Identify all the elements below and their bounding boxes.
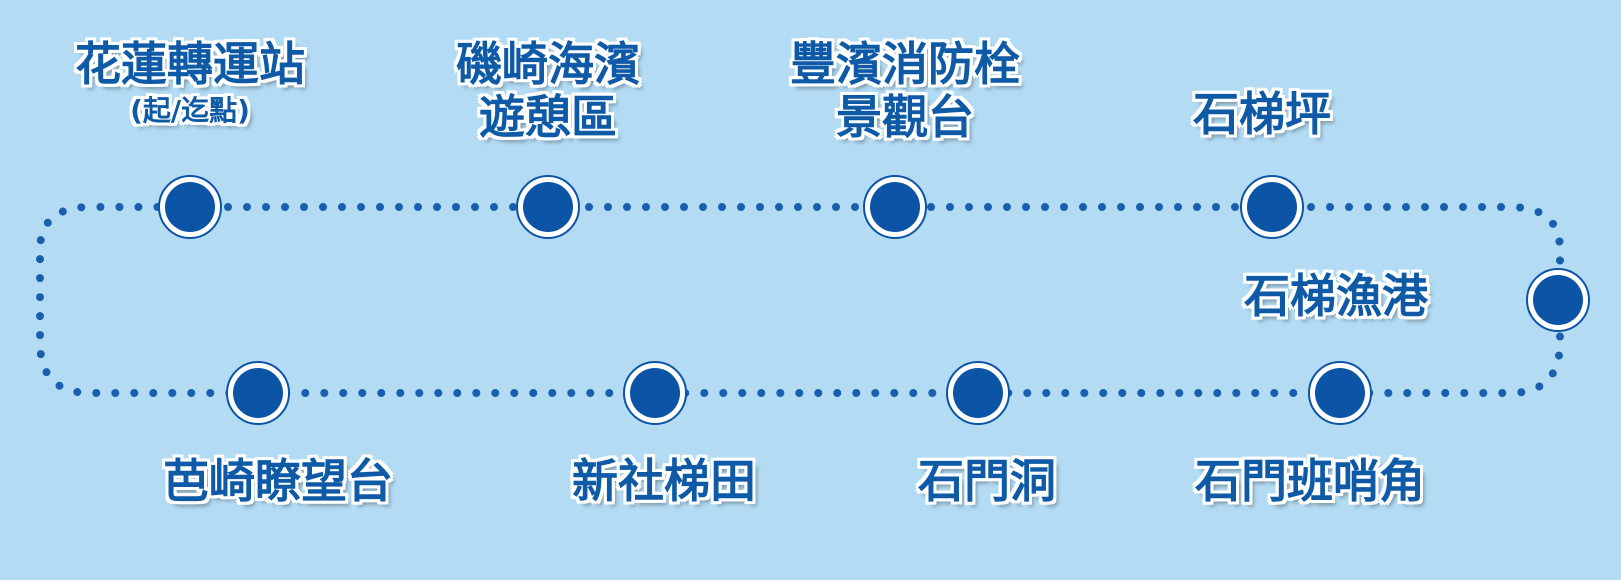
stop-label-shimen-banshao: 石門班哨角: [1195, 454, 1425, 508]
stop-node-fengbin: [863, 175, 927, 239]
stop-label-fengbin: 豐濱消防栓 景觀台: [790, 37, 1020, 144]
stop-node-shitiping: [1240, 175, 1304, 239]
stop-node-shimen-banshao: [1308, 361, 1372, 425]
stop-node-baqi: [226, 361, 290, 425]
route-loop-dotted-line: [36, 203, 1564, 397]
stop-node-jici: [516, 175, 580, 239]
stop-label-hualien: 花蓮轉運站 (起/迄點): [75, 37, 305, 127]
stop-node-xinshe: [623, 361, 687, 425]
stop-node-shiti-port: [1526, 268, 1590, 332]
stop-node-hualien: [158, 175, 222, 239]
stop-label-baqi: 芭崎瞭望台: [163, 454, 393, 508]
stop-label-shiti-port: 石梯漁港: [1244, 269, 1428, 323]
stop-label-shitiping: 石梯坪: [1193, 87, 1331, 141]
stop-label-shimen-cave: 石門洞: [918, 454, 1056, 508]
stop-label-xinshe: 新社梯田: [572, 454, 756, 508]
stop-label-jici: 磯崎海濱 遊憩區: [456, 37, 640, 144]
stop-node-shimen-cave: [946, 361, 1010, 425]
